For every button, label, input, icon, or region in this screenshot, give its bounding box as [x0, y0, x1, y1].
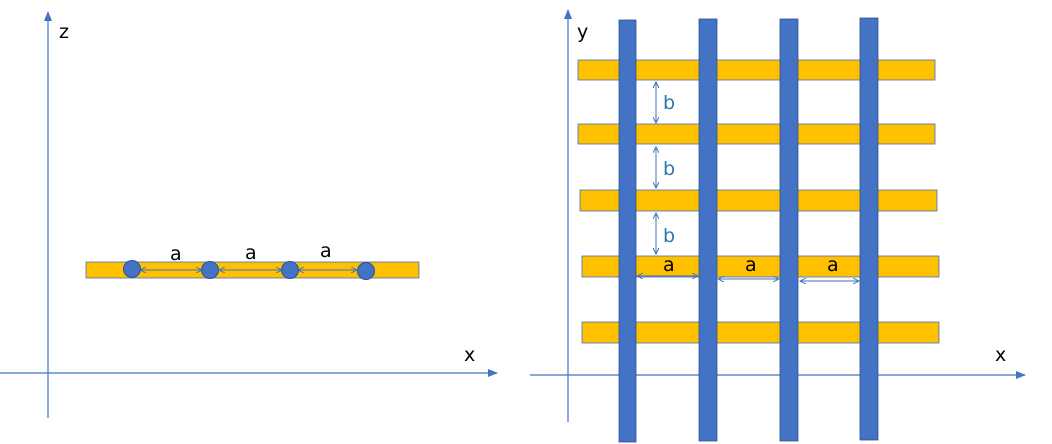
rod-column-4 [859, 17, 879, 441]
strip-row-3 [579, 189, 938, 212]
strip-row-1 [577, 59, 936, 81]
left-spacing-label-2: a [245, 242, 257, 264]
left-spacing-label-1: a [170, 243, 182, 265]
left-spacing-label-3: a [320, 240, 332, 262]
left-z-axis-label: z [59, 21, 69, 43]
rod-cross-section-2 [201, 261, 219, 279]
right-x-axis-label: x [995, 344, 1006, 366]
rod-cross-section-3 [281, 261, 299, 279]
left-x-axis-label: x [464, 344, 475, 366]
b-spacing-label-2: b [663, 158, 675, 180]
strip-row-5 [581, 321, 940, 344]
rod-cross-section-4 [357, 262, 375, 280]
left-panel: z x a a a [0, 11, 498, 418]
a-spacing-label-2: a [745, 254, 757, 276]
a-spacing-label-3: a [827, 254, 839, 276]
rod-column-1 [618, 19, 637, 443]
rod-cross-section-1 [123, 260, 141, 278]
b-spacing-label-3: b [663, 225, 675, 247]
rod-column-2 [698, 18, 718, 442]
right-y-axis-label: y [577, 21, 588, 43]
rod-column-3 [779, 18, 799, 442]
right-panel: y x b b b a a a [530, 9, 1026, 443]
b-spacing-label-1: b [663, 92, 675, 114]
strip-row-2 [577, 123, 936, 145]
a-spacing-label-1: a [663, 254, 675, 276]
